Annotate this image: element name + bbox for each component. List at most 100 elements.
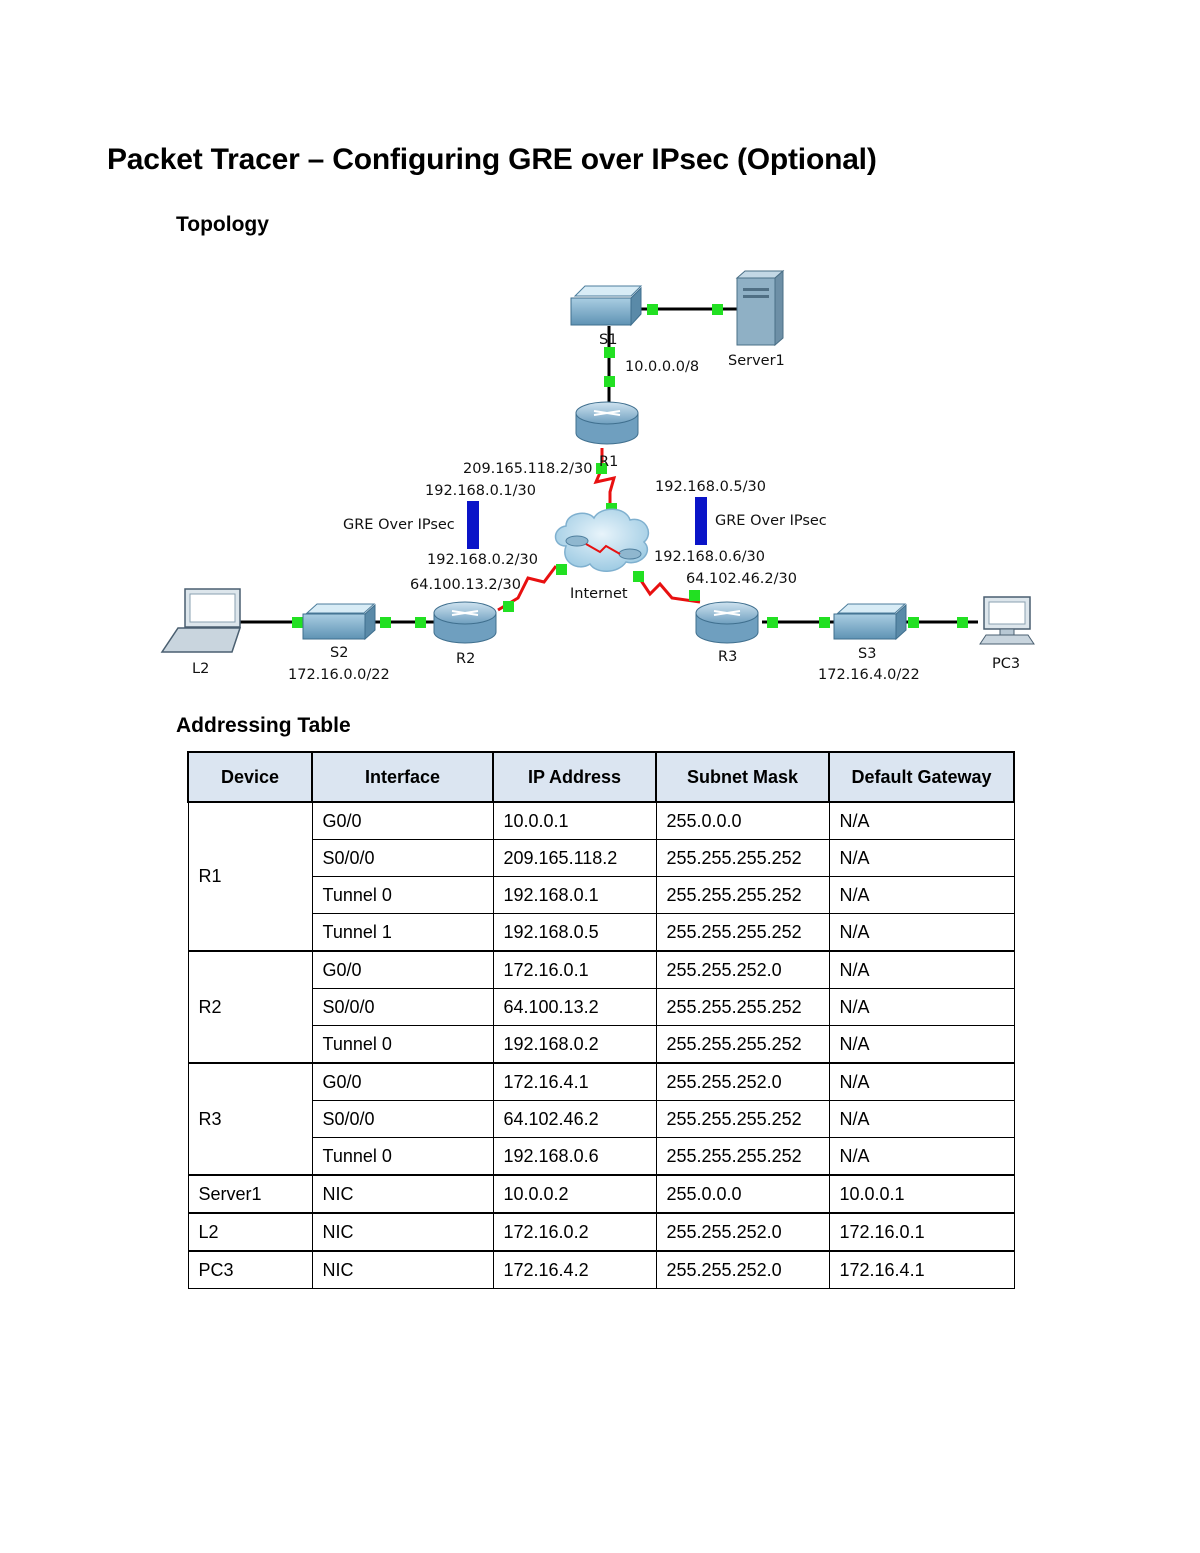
label-net-r2-lan: 172.16.0.0/22 xyxy=(288,667,390,683)
header-device: Device xyxy=(187,751,313,803)
gre-tunnel-marker-right xyxy=(695,497,707,545)
interface-cell: G0/0 xyxy=(311,950,494,989)
default-gateway-cell: N/A xyxy=(828,988,1015,1026)
default-gateway-cell: N/A xyxy=(828,950,1015,989)
label-server1: Server1 xyxy=(728,353,785,369)
default-gateway-cell: N/A xyxy=(828,1100,1015,1138)
topology-diagram: S1 Server1 R1 Internet R2 R3 S2 S3 L2 PC… xyxy=(160,269,1035,683)
ip-address-cell: 192.168.0.2 xyxy=(492,1025,657,1064)
label-gre-left: GRE Over IPsec xyxy=(343,517,455,533)
label-r3: R3 xyxy=(718,649,737,665)
label-r1: R1 xyxy=(599,454,618,470)
router-r3-icon xyxy=(695,601,759,644)
subnet-mask-cell: 255.255.255.252 xyxy=(655,1137,830,1176)
subnet-mask-cell: 255.255.255.252 xyxy=(655,839,830,877)
device-cell: R2 xyxy=(187,950,313,1064)
default-gateway-cell: 10.0.0.1 xyxy=(828,1174,1015,1214)
switch-s2-icon xyxy=(302,603,376,641)
default-gateway-cell: N/A xyxy=(828,1025,1015,1064)
label-r3-tunnel0: 192.168.0.6/30 xyxy=(654,549,765,565)
server-icon xyxy=(735,269,785,347)
label-net-r1-lan: 10.0.0.0/8 xyxy=(625,359,699,375)
default-gateway-cell: N/A xyxy=(828,1062,1015,1101)
switch-s1-icon xyxy=(570,285,643,327)
addressing-table: Device Interface IP Address Subnet Mask … xyxy=(187,751,1015,1289)
default-gateway-cell: N/A xyxy=(828,839,1015,877)
default-gateway-cell: 172.16.0.1 xyxy=(828,1212,1015,1252)
ip-address-cell: 192.168.0.5 xyxy=(492,913,657,952)
ip-address-cell: 172.16.0.1 xyxy=(492,950,657,989)
subnet-mask-cell: 255.0.0.0 xyxy=(655,1174,830,1214)
interface-cell: NIC xyxy=(311,1174,494,1214)
ip-address-cell: 10.0.0.1 xyxy=(492,801,657,840)
subnet-mask-cell: 255.255.252.0 xyxy=(655,1212,830,1252)
addressing-table-heading: Addressing Table xyxy=(176,714,351,737)
topology-heading: Topology xyxy=(176,213,269,236)
internet-cloud-icon xyxy=(554,508,650,572)
device-cell: Server1 xyxy=(187,1174,313,1214)
subnet-mask-cell: 255.255.255.252 xyxy=(655,1025,830,1064)
subnet-mask-cell: 255.255.255.252 xyxy=(655,988,830,1026)
label-internet: Internet xyxy=(570,586,628,602)
label-s2: S2 xyxy=(330,645,348,661)
ip-address-cell: 10.0.0.2 xyxy=(492,1174,657,1214)
label-r2: R2 xyxy=(456,651,475,667)
table-header-row: Device Interface IP Address Subnet Mask … xyxy=(187,751,1015,803)
interface-cell: Tunnel 0 xyxy=(311,876,494,914)
label-r3-serial: 64.102.46.2/30 xyxy=(686,571,797,587)
ip-address-cell: 64.100.13.2 xyxy=(492,988,657,1026)
link-r3-internet xyxy=(636,575,701,604)
subnet-mask-cell: 255.255.255.252 xyxy=(655,913,830,952)
interface-cell: S0/0/0 xyxy=(311,1100,494,1138)
interface-cell: S0/0/0 xyxy=(311,988,494,1026)
interface-cell: NIC xyxy=(311,1212,494,1252)
subnet-mask-cell: 255.0.0.0 xyxy=(655,801,830,840)
default-gateway-cell: N/A xyxy=(828,1137,1015,1176)
interface-cell: Tunnel 0 xyxy=(311,1025,494,1064)
label-s3: S3 xyxy=(858,646,876,662)
default-gateway-cell: N/A xyxy=(828,876,1015,914)
label-l2: L2 xyxy=(192,661,209,677)
interface-cell: S0/0/0 xyxy=(311,839,494,877)
header-interface: Interface xyxy=(311,751,494,803)
label-r1-serial: 209.165.118.2/30 xyxy=(463,461,592,477)
label-gre-right: GRE Over IPsec xyxy=(715,513,827,529)
label-r1-tunnel0: 192.168.0.1/30 xyxy=(425,483,536,499)
ip-address-cell: 172.16.4.1 xyxy=(492,1062,657,1101)
ip-address-cell: 192.168.0.6 xyxy=(492,1137,657,1176)
default-gateway-cell: N/A xyxy=(828,801,1015,840)
gre-tunnel-marker-left xyxy=(467,501,479,549)
device-cell: L2 xyxy=(187,1212,313,1252)
switch-s3-icon xyxy=(833,603,907,641)
device-cell: R1 xyxy=(187,801,313,952)
router-r2-icon xyxy=(433,601,497,644)
label-r1-tunnel1: 192.168.0.5/30 xyxy=(655,479,766,495)
ip-address-cell: 172.16.0.2 xyxy=(492,1212,657,1252)
subnet-mask-cell: 255.255.252.0 xyxy=(655,1062,830,1101)
interface-cell: NIC xyxy=(311,1250,494,1289)
ip-address-cell: 209.165.118.2 xyxy=(492,839,657,877)
device-cell: PC3 xyxy=(187,1250,313,1289)
pc-icon xyxy=(979,596,1035,645)
header-default-gateway: Default Gateway xyxy=(828,751,1015,803)
subnet-mask-cell: 255.255.252.0 xyxy=(655,1250,830,1289)
ip-address-cell: 172.16.4.2 xyxy=(492,1250,657,1289)
router-r1-icon xyxy=(575,401,639,445)
header-ip-address: IP Address xyxy=(492,751,657,803)
subnet-mask-cell: 255.255.252.0 xyxy=(655,950,830,989)
default-gateway-cell: N/A xyxy=(828,913,1015,952)
interface-cell: Tunnel 1 xyxy=(311,913,494,952)
